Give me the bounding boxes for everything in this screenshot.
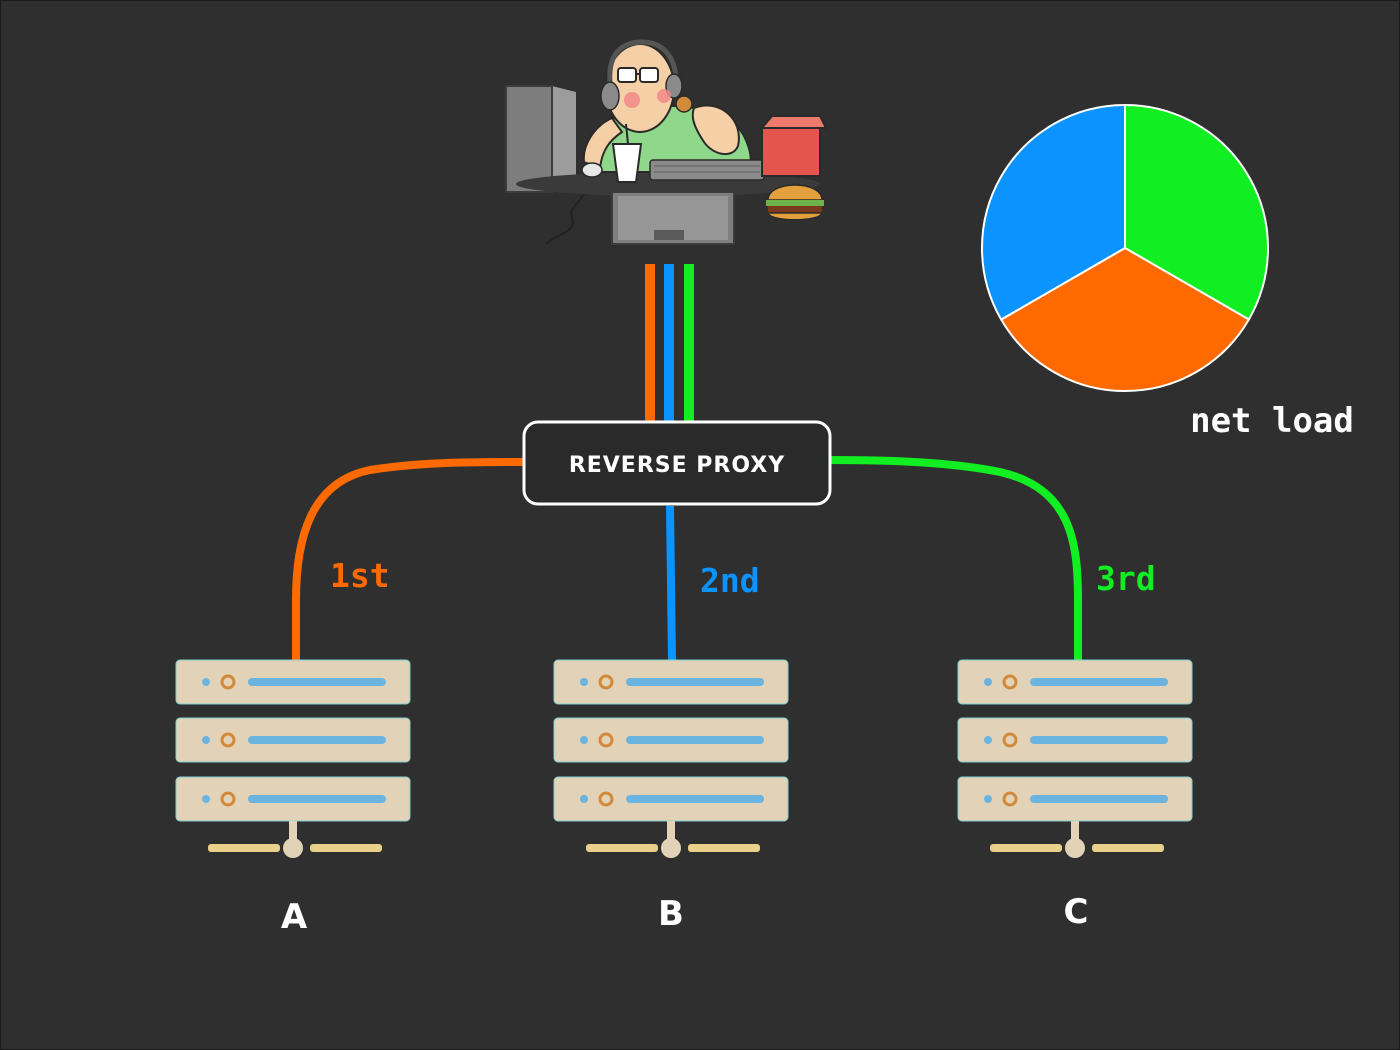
route-label-1st: 1st [330, 556, 390, 595]
uplink-orange [645, 264, 655, 422]
user-at-computer-icon [505, 39, 828, 245]
server-led [202, 736, 210, 744]
server-button [220, 791, 236, 807]
route-label-3rd: 3rd [1096, 559, 1156, 598]
server-drive-bar [626, 678, 764, 686]
server-drive-bar [248, 678, 386, 686]
server-base-right [688, 844, 760, 852]
reverse-proxy-node: REVERSE PROXY [522, 420, 832, 506]
reverse-proxy-label: REVERSE PROXY [569, 453, 785, 478]
server-drive-bar [1030, 736, 1168, 744]
net-load-label: net load [1190, 401, 1354, 441]
pie-slice [999, 246, 1251, 392]
server-led [984, 795, 992, 803]
server-drive-bar [248, 795, 386, 803]
server-drive-bar [626, 736, 764, 744]
server-led [984, 736, 992, 744]
server-stand [1071, 821, 1079, 841]
server-base-hub [283, 838, 303, 858]
server-label-a: A [281, 897, 308, 937]
server-base-left [208, 844, 280, 852]
server-label-b: B [658, 894, 684, 934]
server-button [220, 732, 236, 748]
reverse-proxy-box [522, 420, 832, 506]
server-base-left [586, 844, 658, 852]
server-rack-icon [553, 659, 789, 858]
server-base-left [990, 844, 1062, 852]
server-rack-icon [957, 659, 1193, 858]
route-line-c [829, 456, 1082, 664]
server-drive-bar [248, 736, 386, 744]
route-line-a [292, 458, 525, 660]
server-button [598, 791, 614, 807]
server-rack-icon [175, 659, 411, 858]
server-drive-bar [1030, 795, 1168, 803]
server-drive-bar [1030, 678, 1168, 686]
route-label-2nd: 2nd [700, 561, 760, 600]
route-line-b [666, 505, 676, 661]
server-button [598, 674, 614, 690]
server-button [220, 674, 236, 690]
server-label-c: C [1064, 892, 1089, 932]
server-base-hub [1065, 838, 1085, 858]
server-led [580, 678, 588, 686]
server-led [202, 678, 210, 686]
server-base-right [310, 844, 382, 852]
server-led [580, 795, 588, 803]
server-led [580, 736, 588, 744]
server-button [1002, 791, 1018, 807]
uplink-blue [664, 264, 674, 422]
server-stand [667, 821, 675, 841]
server-button [1002, 732, 1018, 748]
server-base-hub [661, 838, 681, 858]
pie-slice [981, 103, 1126, 321]
server-button [1002, 674, 1018, 690]
server-led [202, 795, 210, 803]
uplink-cables [645, 264, 694, 422]
server-drive-bar [626, 795, 764, 803]
uplink-green [684, 264, 694, 422]
server-stand [289, 821, 297, 841]
server-button [598, 732, 614, 748]
net-load-pie-chart [981, 103, 1269, 392]
server-led [984, 678, 992, 686]
server-base-right [1092, 844, 1164, 852]
pie-slice [1124, 103, 1269, 321]
